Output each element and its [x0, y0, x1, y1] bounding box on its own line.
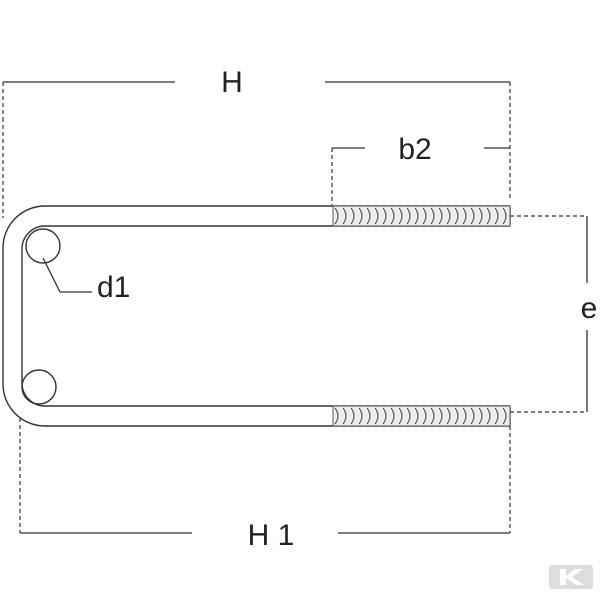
thread-tooth [422, 207, 427, 225]
dimension-h: H [2, 66, 511, 200]
watermark-logo [549, 565, 593, 589]
thread-tooth [438, 407, 443, 425]
thread-tooth [358, 207, 363, 225]
u-bolt [2, 205, 511, 427]
section-circle-top [25, 228, 61, 264]
thread-tooth [406, 207, 411, 225]
dimension-e-label: e [581, 292, 598, 325]
thread-tooth [342, 407, 347, 425]
thread-tooth [494, 407, 499, 425]
thread-tooth [398, 207, 403, 225]
thread-tooth [430, 407, 435, 425]
thread-tooth [470, 407, 475, 425]
thread-tooth [502, 407, 507, 425]
thread-tooth [438, 207, 443, 225]
thread-tooth [470, 207, 475, 225]
dimension-d1: d1 [42, 257, 130, 304]
thread-tooth [390, 407, 395, 425]
thread-tooth [430, 207, 435, 225]
dimension-h1: H 1 [19, 418, 511, 552]
thread-tooth [382, 407, 387, 425]
thread-tooth [486, 407, 491, 425]
dimension-e: e [510, 215, 598, 413]
thread-tooth [358, 407, 363, 425]
section-circle-bottom [21, 369, 57, 405]
thread-tooth [334, 207, 339, 225]
thread-tooth [422, 407, 427, 425]
thread-tooth [398, 407, 403, 425]
thread-tooth [454, 407, 459, 425]
thread-tooth [454, 207, 459, 225]
thread-tooth [446, 207, 451, 225]
dimension-d1-label: d1 [97, 271, 130, 304]
thread-tooth [350, 407, 355, 425]
thread-tooth [462, 207, 467, 225]
dimension-d1-leader-diagonal [42, 257, 61, 293]
bottom-thread [332, 405, 511, 427]
thread-tooth [478, 207, 483, 225]
thread-tooth [366, 407, 371, 425]
thread-tooth [374, 207, 379, 225]
top-thread [332, 205, 511, 227]
thread-tooth [366, 207, 371, 225]
thread-tooth [462, 407, 467, 425]
dimension-h-label: H [221, 66, 243, 99]
thread-tooth [406, 407, 411, 425]
dimension-h1-label: H 1 [248, 519, 295, 552]
watermark-k-shape [560, 569, 584, 585]
thread-tooth [486, 207, 491, 225]
thread-tooth [334, 407, 339, 425]
thread-tooth [414, 207, 419, 225]
thread-tooth [478, 407, 483, 425]
thread-tooth [342, 207, 347, 225]
thread-tooth [390, 207, 395, 225]
thread-tooth [350, 207, 355, 225]
thread-tooth [414, 407, 419, 425]
u-bolt-outer-edge [2, 205, 510, 427]
thread-tooth [374, 407, 379, 425]
dimension-b2-label: b2 [398, 133, 431, 166]
thread-tooth [446, 407, 451, 425]
thread-tooth [502, 207, 507, 225]
thread-tooth [494, 207, 499, 225]
u-bolt-inner-edge [21, 225, 510, 407]
dimension-b2: b2 [331, 133, 510, 205]
thread-tooth [382, 207, 387, 225]
